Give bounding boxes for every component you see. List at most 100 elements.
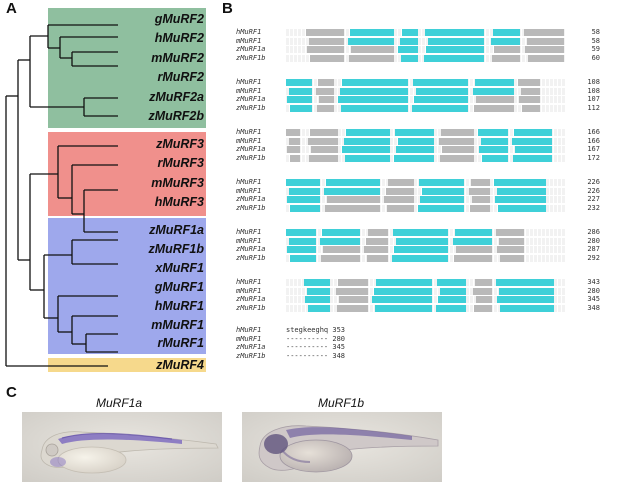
- identical-residues-highlight: [496, 279, 554, 286]
- identical-residues-highlight: [287, 196, 320, 203]
- sequence-track: [286, 254, 566, 262]
- similar-residues-highlight: [473, 287, 492, 295]
- identical-residues-highlight: [341, 104, 408, 112]
- embryo-image-murf1a: [22, 412, 222, 482]
- similar-residues-highlight: [321, 254, 360, 262]
- group-box-murf1: [48, 218, 206, 354]
- identical-residues-highlight: [376, 279, 432, 286]
- residue-count: 292: [587, 253, 600, 262]
- identical-residues-highlight: [428, 37, 484, 45]
- similar-residues-highlight: [318, 79, 334, 86]
- sequence-track: [286, 179, 566, 186]
- embryo-label-murf1b: MuRF1b: [318, 396, 365, 410]
- sequence-track: [286, 54, 566, 62]
- similar-residues-highlight: [441, 129, 474, 136]
- identical-residues-highlight: [513, 154, 552, 162]
- identical-residues-highlight: [419, 179, 464, 186]
- sequence-tail: ---------- 280: [286, 334, 346, 343]
- sequence-name: hMuRF1: [236, 78, 262, 86]
- similar-residues-highlight: [327, 196, 380, 203]
- similar-residues-highlight: [306, 29, 344, 36]
- identical-residues-highlight: [340, 87, 408, 95]
- similar-residues-highlight: [316, 87, 334, 95]
- identical-residues-highlight: [395, 129, 434, 136]
- identical-residues-highlight: [286, 179, 320, 186]
- similar-residues-highlight: [518, 79, 540, 86]
- tree-label-mmurf2: mMuRF2: [151, 51, 204, 65]
- tree-label-rmurf3: rMuRF3: [157, 156, 204, 170]
- sequence-tail: stegkeeghq 353: [286, 326, 346, 334]
- identical-residues-highlight: [401, 54, 418, 62]
- tree-label-hmurf3: hMuRF3: [154, 195, 204, 209]
- identical-residues-highlight: [491, 37, 520, 45]
- similar-residues-highlight: [500, 254, 524, 262]
- identical-residues-highlight: [478, 129, 508, 136]
- residue-count: 280: [587, 286, 600, 295]
- similar-residues-highlight: [289, 137, 300, 145]
- similar-residues-highlight: [522, 104, 540, 112]
- residue-count: 345: [587, 295, 600, 303]
- identical-residues-highlight: [481, 137, 508, 145]
- sequence-name: zMuRF1b: [236, 351, 266, 360]
- identical-residues-highlight: [307, 287, 330, 295]
- sequence-name: mMuRF1: [236, 334, 262, 343]
- sequence-track: [286, 137, 566, 145]
- identical-residues-highlight: [372, 296, 432, 303]
- tree-label-zmurf1a: zMuRF1a: [149, 223, 204, 237]
- sequence-track: [286, 129, 566, 136]
- sequence-track: [286, 296, 566, 303]
- residue-count: 108: [587, 78, 600, 86]
- sequence-track: [286, 87, 566, 95]
- identical-residues-highlight: [512, 137, 552, 145]
- similar-residues-highlight: [349, 54, 394, 62]
- sequence-name: zMuRF1a: [236, 295, 266, 303]
- similar-residues-highlight: [440, 154, 474, 162]
- similar-residues-highlight: [339, 296, 368, 303]
- tree-label-xmurf1: xMuRF1: [155, 261, 204, 275]
- residue-count: 58: [591, 28, 600, 36]
- tree-label-zmurf1b: zMuRF1b: [148, 242, 204, 256]
- tree-label-zmurf2a: zMuRF2a: [149, 90, 204, 104]
- similar-residues-highlight: [311, 146, 338, 153]
- similar-residues-highlight: [494, 46, 520, 53]
- similar-residues-highlight: [470, 204, 490, 212]
- group-box-murf2: [48, 8, 206, 128]
- sequence-track: [286, 46, 566, 53]
- similar-residues-highlight: [472, 196, 490, 203]
- identical-residues-highlight: [455, 229, 492, 236]
- sequence-name: zMuRF1b: [236, 253, 266, 262]
- residue-count: 348: [587, 303, 600, 312]
- sequence-name: hMuRF1: [236, 228, 262, 236]
- identical-residues-highlight: [400, 37, 418, 45]
- phylogenetic-tree: gMuRF2 hMuRF2 mMuRF2 rMuRF2 zMuRF2a zMuR…: [0, 0, 222, 380]
- similar-residues-highlight: [497, 246, 524, 253]
- residue-count: 226: [587, 186, 600, 195]
- tree-label-zmurf2b: zMuRF2b: [148, 109, 204, 123]
- sequence-track: [286, 29, 566, 36]
- sequence-name: zMuRF1b: [236, 103, 266, 112]
- embryo-image-murf1b: [242, 412, 442, 482]
- similar-residues-highlight: [366, 237, 388, 245]
- identical-residues-highlight: [345, 154, 390, 162]
- identical-residues-highlight: [396, 146, 434, 153]
- identical-residues-highlight: [392, 254, 448, 262]
- similar-residues-highlight: [524, 29, 564, 36]
- panel-c-label: C: [6, 384, 17, 401]
- identical-residues-highlight: [398, 137, 434, 145]
- similar-residues-highlight: [336, 287, 368, 295]
- tree-label-gmurf2: gMuRF2: [154, 12, 204, 26]
- tree-label-zmurf3: zMuRF3: [156, 137, 204, 151]
- identical-residues-highlight: [497, 187, 546, 195]
- panel-a-label: A: [6, 0, 17, 17]
- sequence-name: hMuRF1: [236, 326, 262, 334]
- similar-residues-highlight: [456, 246, 492, 253]
- similar-residues-highlight: [310, 129, 338, 136]
- tree-label-mmurf1: mMuRF1: [151, 318, 204, 332]
- sequence-name: zMuRF1b: [236, 303, 266, 312]
- identical-residues-highlight: [416, 87, 468, 95]
- residue-count: 226: [587, 178, 600, 186]
- identical-residues-highlight: [515, 146, 552, 153]
- identical-residues-highlight: [425, 29, 484, 36]
- identical-residues-highlight: [286, 79, 312, 86]
- identical-residues-highlight: [289, 237, 316, 245]
